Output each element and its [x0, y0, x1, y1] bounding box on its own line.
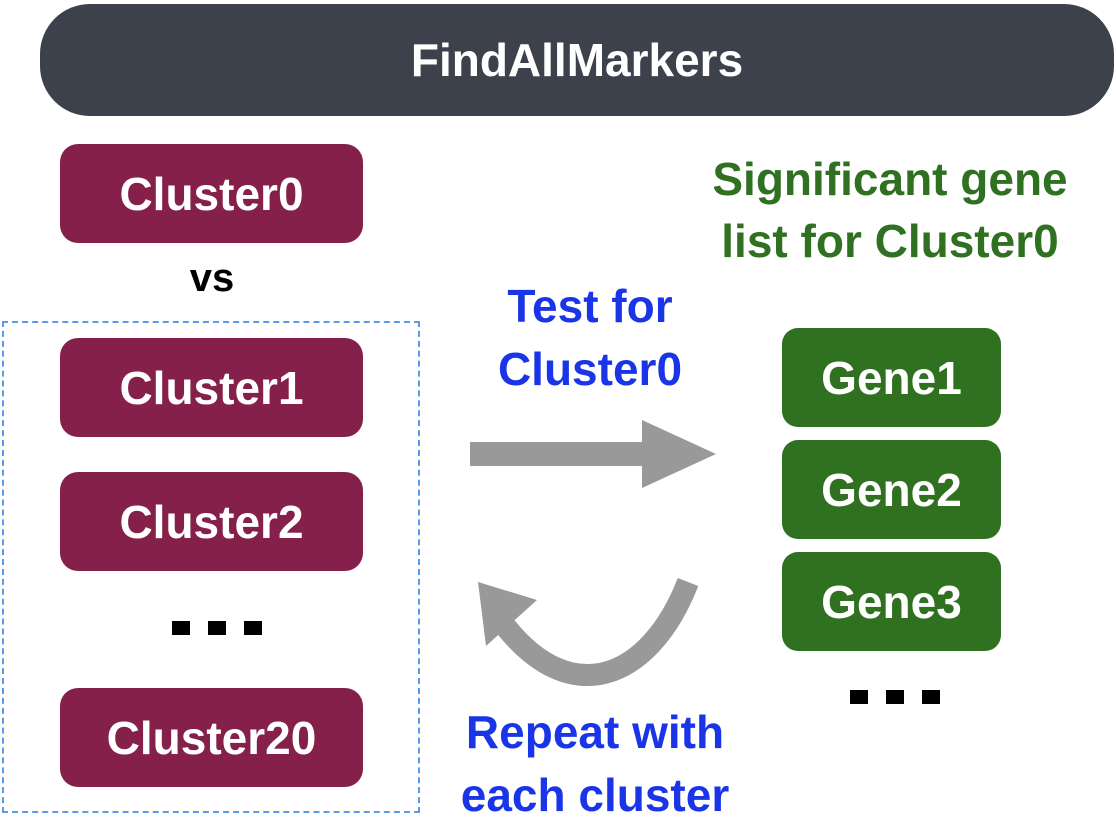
gene-box: Gene1	[782, 328, 1001, 427]
cluster-ellipsis	[172, 621, 262, 635]
target-cluster-box: Cluster0	[60, 144, 363, 243]
repeat-arrow-head	[478, 582, 537, 646]
gene-label: Gene1	[821, 351, 962, 404]
title-banner: FindAllMarkers	[40, 4, 1114, 116]
comparison-cluster-box: Cluster2	[60, 472, 363, 571]
gene-box: Gene2	[782, 440, 1001, 539]
ellipsis-dot	[244, 621, 262, 635]
repeat-label-line: each cluster	[460, 769, 730, 821]
ellipsis-dot	[850, 690, 868, 704]
comparison-cluster-label: Cluster1	[119, 361, 304, 414]
gene-label: Gene2	[821, 463, 962, 516]
test-label-line: Cluster0	[497, 343, 683, 395]
gene-ellipsis	[850, 690, 940, 704]
test-label: Test for Cluster0	[455, 275, 725, 401]
comparison-cluster-label: Cluster2	[119, 495, 304, 548]
comparison-cluster-label: Cluster20	[106, 711, 317, 764]
comparison-group-box	[2, 321, 420, 813]
test-label-line: Test for	[507, 280, 673, 332]
ellipsis-dot	[208, 621, 226, 635]
forward-arrow	[470, 420, 716, 488]
result-heading-line: list for Cluster0	[721, 215, 1059, 267]
result-heading: Significant gene list for Cluster0	[680, 148, 1100, 272]
repeat-label-line: Repeat with	[465, 706, 725, 758]
repeat-label: Repeat with each cluster	[430, 701, 760, 827]
gene-box: Gene3	[782, 552, 1001, 651]
repeat-curve-arrow-shaft	[493, 577, 699, 686]
comparison-cluster-box: Cluster20	[60, 688, 363, 787]
ellipsis-dot	[172, 621, 190, 635]
ellipsis-dot	[886, 690, 904, 704]
comparison-cluster-box: Cluster1	[60, 338, 363, 437]
vs-label: vs	[189, 256, 235, 300]
result-heading-line: Significant gene	[712, 153, 1068, 205]
gene-label: Gene3	[821, 575, 962, 628]
target-cluster-label: Cluster0	[119, 167, 304, 220]
title-text: FindAllMarkers	[410, 34, 744, 86]
ellipsis-dot	[922, 690, 940, 704]
